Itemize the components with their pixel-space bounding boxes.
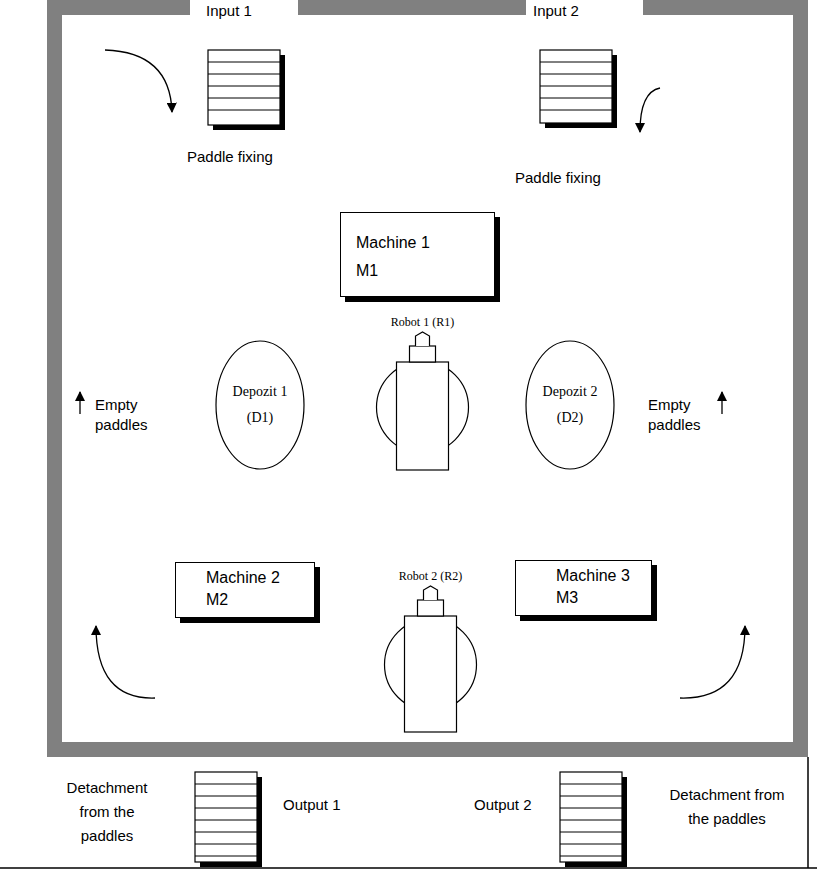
- paddle-line: [540, 86, 612, 87]
- stack-body: [540, 50, 612, 123]
- deposit-code: (D2): [557, 405, 583, 431]
- paddle-line: [208, 74, 280, 75]
- paddle-line: [195, 784, 257, 785]
- robot-name: Robot 1 (R1): [391, 314, 454, 330]
- paddle-line: [208, 62, 280, 63]
- return-arrow: [680, 626, 745, 698]
- deposit-outline: [525, 340, 615, 470]
- floor-line: [0, 867, 817, 869]
- edge-line: [807, 757, 809, 868]
- robot-wrist: [410, 346, 436, 362]
- output-label: Output 1: [283, 795, 341, 815]
- paddle-line: [560, 808, 622, 809]
- machine-code: M1: [356, 257, 484, 285]
- machine-box: Machine 3M3: [515, 560, 652, 616]
- wall-top: [643, 0, 808, 15]
- paddle-line: [560, 796, 622, 797]
- up-arrow: [721, 392, 722, 414]
- paddle-line: [195, 808, 257, 809]
- paddle-stack: [195, 772, 262, 867]
- paddle-line: [540, 110, 612, 111]
- up-arrow: [79, 392, 80, 414]
- input-arrow: [105, 50, 172, 112]
- deposit-ellipse: [216, 341, 304, 469]
- robot-gripper: [416, 332, 430, 346]
- machine-code: M3: [556, 587, 641, 609]
- robot: Robot 1 (R1): [360, 312, 485, 474]
- input-label: Input 2: [533, 1, 579, 21]
- robot-body: [405, 616, 457, 732]
- paddle-line: [195, 820, 257, 821]
- paddle-line: [560, 832, 622, 833]
- machine-name: Machine 1: [356, 229, 484, 257]
- stack-body: [208, 50, 280, 125]
- deposit-ellipse: [526, 341, 614, 469]
- paddle-stacks: [195, 50, 627, 867]
- machine-box: Machine 2M2: [175, 562, 315, 618]
- paddle-line: [195, 832, 257, 833]
- paddle-line: [540, 62, 612, 63]
- robot-name: Robot 2 (R2): [399, 568, 462, 584]
- flow-note: Empty paddles: [95, 395, 165, 435]
- wall-right: [793, 0, 808, 757]
- stack-body: [560, 772, 622, 862]
- paddle-line: [540, 98, 612, 99]
- stack-body: [195, 772, 257, 862]
- wall-left: [47, 0, 62, 757]
- wall-bottom: [47, 742, 808, 757]
- stack-caption: Paddle fixing: [515, 168, 601, 188]
- robot-figure: [360, 312, 485, 474]
- machine-code: M2: [206, 589, 304, 611]
- paddle-line: [208, 98, 280, 99]
- output-note: Detachment from the paddles: [668, 783, 786, 831]
- paddle-line: [560, 820, 622, 821]
- deposit-outline: [215, 340, 305, 470]
- paddle-line: [560, 784, 622, 785]
- output-label: Output 2: [474, 795, 532, 815]
- wall-top: [47, 0, 190, 15]
- input-arrow: [640, 88, 660, 132]
- paddle-stack: [208, 50, 285, 130]
- wall: [47, 0, 808, 757]
- wall-top: [298, 0, 526, 15]
- deposit-name: Depozit 2: [543, 379, 598, 405]
- robot-wrist: [418, 600, 444, 616]
- return-arrow: [96, 626, 155, 698]
- paddle-line: [540, 74, 612, 75]
- robot-gripper: [424, 586, 438, 600]
- paddle-line: [195, 844, 257, 845]
- paddle-stack: [560, 772, 627, 867]
- stack-caption: Paddle fixing: [187, 147, 273, 167]
- output-note: Detachment from the paddles: [52, 776, 162, 848]
- robot-body: [397, 362, 449, 470]
- input-label: Input 1: [206, 1, 252, 21]
- paddle-line: [208, 110, 280, 111]
- robot: Robot 2 (R2): [368, 566, 493, 736]
- deposit-ellipse: Depozit 1(D1): [215, 340, 305, 470]
- flow-note: Empty paddles: [648, 395, 718, 435]
- paddle-line: [560, 856, 622, 857]
- paddle-stack: [540, 50, 617, 128]
- flow-arrows: [80, 50, 745, 698]
- paddle-line: [208, 86, 280, 87]
- deposit-code: (D1): [247, 405, 273, 431]
- paddle-line: [195, 856, 257, 857]
- machine-name: Machine 3: [556, 565, 641, 587]
- deposit-ellipse: Depozit 2(D2): [525, 340, 615, 470]
- machine-name: Machine 2: [206, 567, 304, 589]
- paddle-line: [560, 844, 622, 845]
- robot-figure: [368, 566, 493, 736]
- deposit-name: Depozit 1: [233, 379, 288, 405]
- machine-box: Machine 1M1: [340, 212, 495, 297]
- paddle-line: [195, 796, 257, 797]
